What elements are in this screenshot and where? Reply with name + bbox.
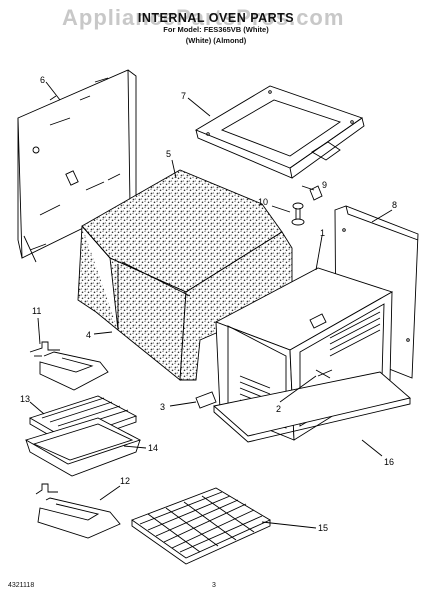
leader-lines — [29, 81, 393, 529]
callout-5: 5 — [166, 149, 171, 159]
side-insulation — [77, 225, 293, 381]
broil-element — [35, 483, 121, 539]
callout-14: 14 — [148, 443, 158, 453]
bake-element — [29, 341, 109, 391]
callout-8: 8 — [392, 200, 397, 210]
callout-11: 11 — [32, 306, 41, 316]
model-subtitle: For Model: FES365VB (White) — [163, 25, 269, 34]
footer-page-number: 3 — [212, 582, 216, 589]
broiler-pan — [24, 417, 142, 477]
callout-15: 15 — [318, 523, 328, 533]
callout-6: 6 — [40, 75, 45, 85]
sensor-bracket — [309, 185, 323, 201]
callout-1: 1 — [320, 228, 325, 238]
color-subtitle: (White) (Almond) — [185, 36, 247, 45]
oven-sensor — [291, 202, 305, 226]
callout-7: 7 — [181, 91, 186, 101]
page-title: INTERNAL OVEN PARTS — [137, 11, 295, 25]
callout-2: 2 — [276, 404, 281, 414]
callout-9: 9 — [322, 180, 327, 190]
mounting-bracket — [195, 391, 217, 409]
callout-3: 3 — [160, 402, 165, 412]
callout-labels: 6 7 5 9 10 8 1 4 11 3 2 13 14 12 15 16 — [20, 75, 397, 533]
footer-part-number: 4321118 — [8, 582, 35, 589]
top-cover — [194, 85, 365, 179]
callout-12: 12 — [120, 476, 130, 486]
back-panel — [17, 69, 137, 263]
callout-10: 10 — [258, 197, 268, 207]
oven-rack — [131, 487, 271, 565]
watermark: AppliancePartsPros.com — [62, 5, 345, 30]
callout-16: 16 — [384, 457, 394, 467]
bottom-tray — [213, 371, 411, 443]
callout-13: 13 — [20, 394, 30, 404]
callout-4: 4 — [86, 330, 91, 340]
